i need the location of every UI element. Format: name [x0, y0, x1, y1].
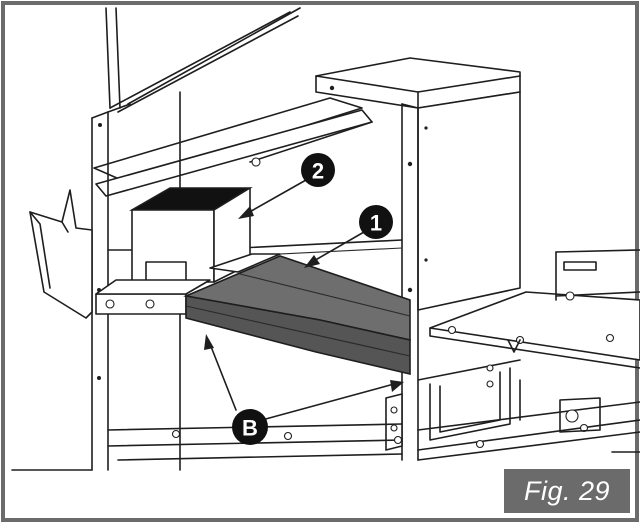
callout-1-label: 1: [370, 211, 382, 236]
lower-base: [11, 359, 640, 471]
side-bin: [29, 189, 93, 319]
right-cabinet: [315, 57, 521, 461]
callout-b-label: B: [242, 416, 258, 441]
support-bracket: [95, 253, 281, 315]
callout-b: B: [232, 409, 268, 445]
right-plate: [429, 249, 640, 453]
callout-2: 2: [301, 153, 335, 187]
callout-leaders: [204, 179, 404, 421]
figure-label-badge: Fig. 29: [504, 469, 630, 513]
gray-tray: [183, 255, 411, 376]
callout-2-label: 2: [312, 159, 324, 184]
figure-label: Fig. 29: [523, 475, 611, 506]
white-box: [129, 187, 253, 283]
top-rods: [105, 7, 301, 113]
callout-1: 1: [359, 205, 393, 239]
tray-front: [185, 295, 411, 376]
chute-bars: [93, 97, 373, 197]
